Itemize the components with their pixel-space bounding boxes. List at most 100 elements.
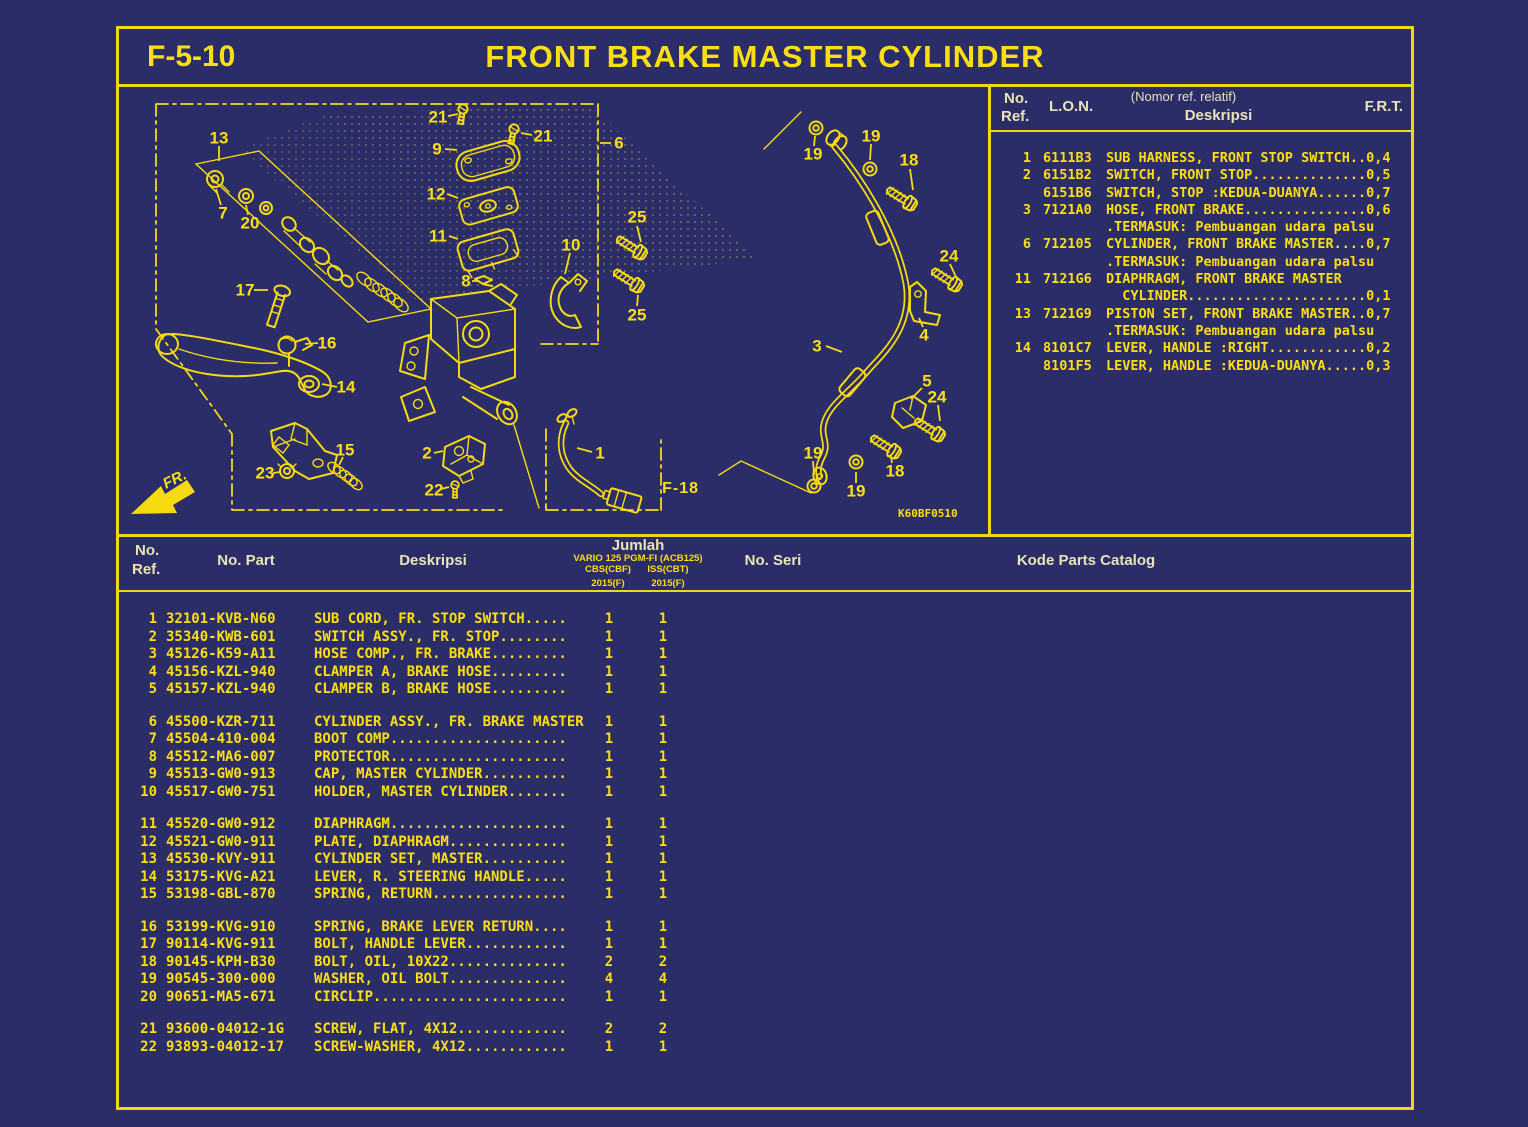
oil-bolt — [882, 182, 920, 214]
parts-row-ref: 21 — [140, 1021, 157, 1037]
parts-row-desc: CIRCLIP....................... — [314, 988, 567, 1005]
parts-row-part-number: 90114-KVG-911 — [166, 936, 276, 952]
parts-row-part-number: 45157-KZL-940 — [166, 681, 276, 697]
fr-direction-arrow: FR. — [131, 466, 195, 514]
title-bar: F-5-10 FRONT BRAKE MASTER CYLINDER — [119, 29, 1411, 87]
lon-row-desc: PISTON SET, FRONT BRAKE MASTER..0,7 — [1106, 305, 1391, 322]
parts-row-part-number: 45504-410-004 — [166, 731, 276, 747]
parts-row-ref: 13 — [140, 851, 157, 867]
parts-row-ref: 18 — [140, 953, 157, 970]
parts-row-ref: 22 — [140, 1038, 157, 1055]
parts-header-kode: Kode Parts Catalog — [1016, 552, 1156, 569]
return-spring — [327, 461, 363, 491]
parts-row-part-number: 45156-KZL-940 — [166, 663, 276, 680]
parts-row-qty-cbs: 1 — [604, 868, 614, 885]
diagram-callout-11: 11 — [429, 227, 447, 246]
parts-row-ref: 17 — [140, 936, 157, 952]
diagram-callout-16: 16 — [318, 334, 337, 353]
parts-row-desc: SCREW-WASHER, 4X12............ — [314, 1038, 567, 1055]
diagram-callout-18: 18 — [886, 462, 905, 481]
parts-row-qty-iss: 1 — [658, 886, 668, 902]
parts-row-desc: CLAMPER A, BRAKE HOSE......... — [314, 663, 567, 680]
callout-leader-line — [918, 317, 924, 328]
parts-row-qty-iss: 1 — [658, 918, 668, 935]
parts-row-qty-cbs: 1 — [604, 936, 614, 952]
callout-leader-line — [636, 225, 642, 243]
parts-row-part-number: 45517-GW0-751 — [166, 783, 276, 800]
page-title: FRONT BRAKE MASTER CYLINDER — [485, 39, 1045, 74]
callout-leader-line — [564, 252, 571, 275]
diagram-callout-12: 12 — [427, 185, 446, 204]
f18-reference-label: F-18 — [662, 480, 699, 497]
lon-header-no: No. — [1004, 90, 1029, 107]
lon-row-code: 7121A0 — [1043, 201, 1092, 218]
parts-header-ref: Ref. — [132, 561, 161, 578]
lon-row-desc: LEVER, HANDLE :KEDUA-DUANYA.....0,3 — [1106, 357, 1391, 374]
parts-row-qty-iss: 1 — [658, 936, 668, 952]
lon-row-desc: HOSE, FRONT BRAKE...............0,6 — [1106, 201, 1391, 218]
diagram-callout-18: 18 — [900, 151, 919, 170]
stop-switch — [442, 435, 486, 484]
callout-leader-line — [272, 471, 281, 474]
parts-row-part-number: 90651-MA5-671 — [166, 988, 276, 1005]
diagram-callout-13: 13 — [210, 129, 229, 148]
parts-row-ref: 4 — [148, 663, 157, 680]
lon-row-desc: SUB HARNESS, FRONT STOP SWITCH..0,4 — [1106, 150, 1391, 166]
lon-header-frt: F.R.T. — [1364, 98, 1403, 115]
diagram-callout-4: 4 — [919, 326, 929, 345]
parts-row-desc: SWITCH ASSY., FR. STOP........ — [314, 628, 567, 645]
parts-header-variant-1: CBS(CBF) — [585, 564, 631, 575]
diagram-code: K60BF0510 — [898, 507, 958, 520]
lon-row-ref: 1 — [1022, 150, 1031, 166]
parts-row-desc: CYLINDER ASSY., FR. BRAKE MASTER — [314, 713, 584, 730]
parts-row-ref: 11 — [140, 816, 157, 832]
lon-row-ref — [991, 185, 1031, 202]
parts-row-qty-cbs: 1 — [604, 886, 614, 902]
lon-row: .TERMASUK: Pembuangan udara palsu — [991, 254, 1411, 271]
parts-row-qty-cbs: 1 — [604, 731, 614, 747]
parts-row-ref: 12 — [140, 833, 157, 850]
pivot-nut — [277, 463, 297, 479]
lon-row-code — [1031, 219, 1106, 236]
callout-leader-line — [937, 404, 941, 422]
diagram-callout-7: 7 — [218, 204, 227, 223]
oil-bolt-washer — [862, 161, 878, 177]
lon-row-code: 7121G9 — [1043, 305, 1092, 322]
callout-leader-line — [433, 450, 444, 454]
parts-row-part-number: 45521-GW0-911 — [166, 833, 276, 850]
parts-row-ref: 9 — [148, 766, 157, 782]
parts-row-qty-iss: 1 — [658, 851, 668, 867]
diagram-callout-19: 19 — [847, 482, 866, 501]
parts-row-part-number: 53175-KVG-A21 — [166, 868, 276, 885]
diagram-callout-10: 10 — [562, 236, 581, 255]
lon-header-note: (Nomor ref. relatif) — [1130, 89, 1237, 104]
parts-row-ref: 14 — [140, 868, 157, 885]
callout-leader-line — [440, 486, 450, 490]
diagram-callout-3: 3 — [812, 337, 821, 356]
parts-row-part-number: 53198-GBL-870 — [166, 886, 276, 902]
parts-row-qty-cbs: 1 — [604, 663, 614, 680]
clamper-b — [891, 395, 927, 429]
parts-row-qty-iss: 1 — [658, 731, 668, 747]
lon-row-ref: 11 — [1014, 271, 1031, 288]
callout-leader-line — [636, 294, 639, 307]
oil-bolt-washer — [848, 454, 864, 470]
parts-row-qty-iss: 1 — [658, 816, 668, 832]
parts-header-jumlah: Jumlah — [611, 537, 665, 554]
lon-header-ref: Ref. — [1001, 108, 1030, 125]
oil-bolt-washer — [808, 120, 824, 136]
parts-row-desc: BOLT, OIL, 10X22.............. — [314, 953, 567, 970]
diagram-callout-1: 1 — [595, 444, 604, 463]
lon-row-code: 712105 — [1043, 236, 1092, 253]
parts-row-qty-iss: 1 — [658, 681, 668, 697]
switch-screw — [450, 480, 460, 499]
lon-header-lon: L.O.N. — [1049, 98, 1094, 115]
